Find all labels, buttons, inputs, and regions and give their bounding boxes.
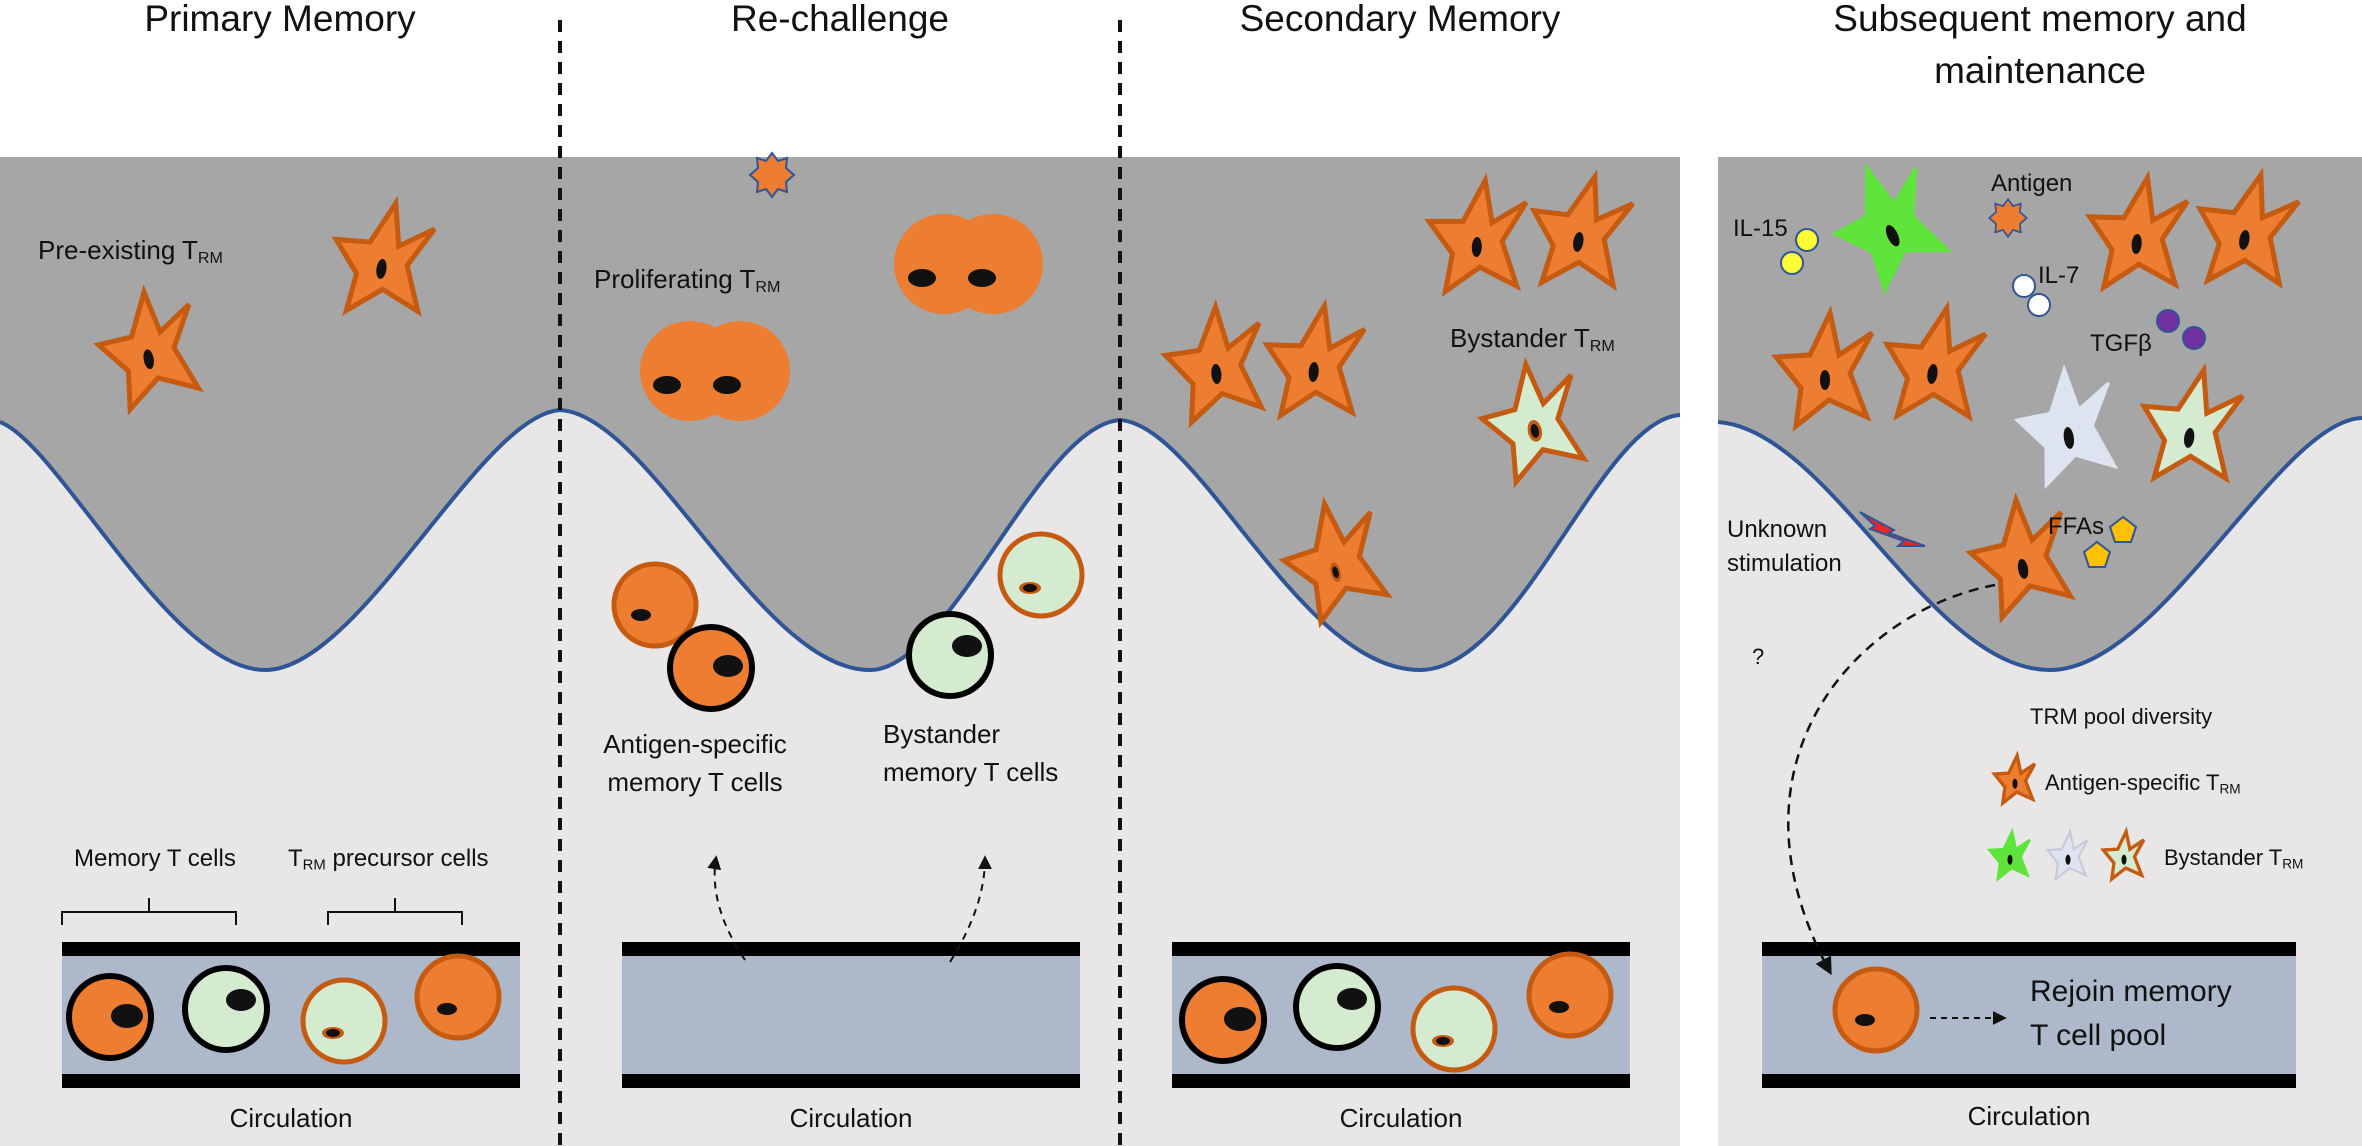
bystander-trm-cell-secondary	[1473, 356, 1590, 486]
legend-bystander-green-icon	[1988, 830, 2031, 881]
title-rechallenge: Re-challenge	[730, 0, 950, 39]
trm-cell-subsequent-3	[1776, 313, 1872, 426]
trm-cell-primary-2	[327, 196, 438, 321]
trm-cell-secondary-5	[1272, 493, 1394, 627]
label-question-mark: ?	[1752, 644, 1765, 669]
label-bystander-line2: memory T cells	[883, 757, 1059, 787]
proliferating-cell-pair-2	[894, 214, 1043, 314]
label-bystander-trm-secondary: Bystander TRM	[1450, 323, 1615, 356]
tgfb-molecules	[2156, 309, 2206, 350]
memory-cell-orange-1	[66, 973, 154, 1061]
label-trm-precursor-cells: TRM precursor cells	[288, 845, 489, 874]
precursor-cell-orange-1	[414, 953, 502, 1041]
vessel-rechallenge	[622, 942, 1080, 1088]
label-antigen-specific-line2: memory T cells	[607, 767, 783, 797]
antigen-icon-subsequent	[1988, 198, 2028, 238]
label-circulation-rechallenge: Circulation	[789, 1103, 913, 1133]
label-ffas: FFAs	[2048, 513, 2105, 540]
title-subsequent-line2: maintenance	[1934, 50, 2146, 91]
trm-cell-secondary-1	[1425, 178, 1527, 296]
vessel-subsequent	[1762, 942, 2296, 1088]
arrow-recruit-bystander	[949, 855, 992, 963]
proliferating-cell-pair-1	[640, 321, 790, 421]
il15-molecules	[1780, 228, 1819, 275]
label-circulation-primary: Circulation	[229, 1103, 353, 1133]
arrow-return-to-circulation	[1787, 583, 1996, 976]
antigen-icon-rechallenge	[749, 152, 795, 198]
label-unknown-line2: stimulation	[1727, 550, 1842, 577]
label-memory-t-cells: Memory T cells	[74, 845, 236, 872]
precursor-cell-green-2	[1410, 985, 1498, 1073]
trm-cell-subsequent-4	[1878, 301, 1989, 426]
trm-cell-primary-1	[91, 285, 205, 413]
lightning-bolt-icon	[1859, 511, 1926, 547]
bystander-memory-cell	[906, 611, 994, 699]
bracket-trm-precursor	[327, 898, 463, 925]
trm-cell-subsequent-1	[2084, 173, 2189, 294]
label-bystander-line1: Bystander	[883, 719, 1001, 749]
label-proliferating-trm: Proliferating TRM	[594, 264, 781, 297]
title-primary-memory: Primary Memory	[144, 0, 416, 39]
title-secondary-memory: Secondary Memory	[1239, 0, 1561, 39]
memory-cell-orange-2	[1179, 976, 1267, 1064]
label-circulation-subsequent: Circulation	[1967, 1101, 2091, 1131]
label-il7: IL-7	[2038, 262, 2080, 289]
bystander-trm-cell	[997, 531, 1085, 619]
antigen-specific-trm-cell	[611, 561, 699, 649]
bystander-trm-pale-blue-cell	[2009, 361, 2124, 490]
label-unknown-line1: Unknown	[1727, 516, 1828, 543]
trm-cell-subsequent-2	[2188, 165, 2302, 293]
legend-antigen-specific-icon	[1992, 753, 2037, 805]
trm-cell-secondary-3	[1162, 303, 1267, 424]
label-rejoin-line1: Rejoin memory	[2030, 975, 2232, 1008]
trm-cell-subsequent-stimulated	[1963, 493, 2077, 621]
label-il15: IL-15	[1733, 215, 1788, 242]
label-circulation-secondary: Circulation	[1339, 1103, 1463, 1133]
label-antigen-specific-line1: Antigen-specific	[603, 729, 787, 759]
antigen-specific-memory-cell	[667, 624, 755, 712]
legend-label-bystander: Bystander TRM	[2164, 845, 2304, 872]
memory-cell-green-2	[1293, 963, 1381, 1051]
label-rejoin-line2: T cell pool	[2030, 1019, 2167, 1052]
bracket-memory-t-cells	[61, 898, 237, 925]
precursor-cell-orange-2	[1526, 951, 1614, 1039]
ffa-molecules	[2082, 515, 2138, 568]
legend-bystander-blue-icon	[2046, 830, 2089, 881]
legend-label-antigen-specific: Antigen-specific TRM	[2045, 770, 2241, 797]
precursor-cell-green-1	[300, 977, 388, 1065]
rejoin-cell	[1832, 966, 1920, 1054]
trm-cell-secondary-2	[1522, 167, 1636, 295]
bystander-trm-green-cell	[1813, 147, 1959, 301]
il7-molecules	[2012, 274, 2051, 317]
bystander-trm-light-green-cell	[2135, 363, 2246, 488]
label-trm-pool-diversity: TRM pool diversity	[2030, 704, 2213, 729]
arrow-recruit-antigen-specific	[707, 855, 746, 961]
trm-cell-secondary-4	[1261, 301, 1366, 422]
label-pre-existing-trm: Pre-existing TRM	[38, 235, 223, 268]
label-antigen: Antigen	[1991, 170, 2073, 197]
legend-bystander-light-green-icon	[2101, 829, 2146, 881]
label-tgfb: TGFβ	[2090, 330, 2152, 357]
title-subsequent-line1: Subsequent memory and	[1833, 0, 2247, 39]
memory-cell-green-1	[182, 965, 270, 1053]
